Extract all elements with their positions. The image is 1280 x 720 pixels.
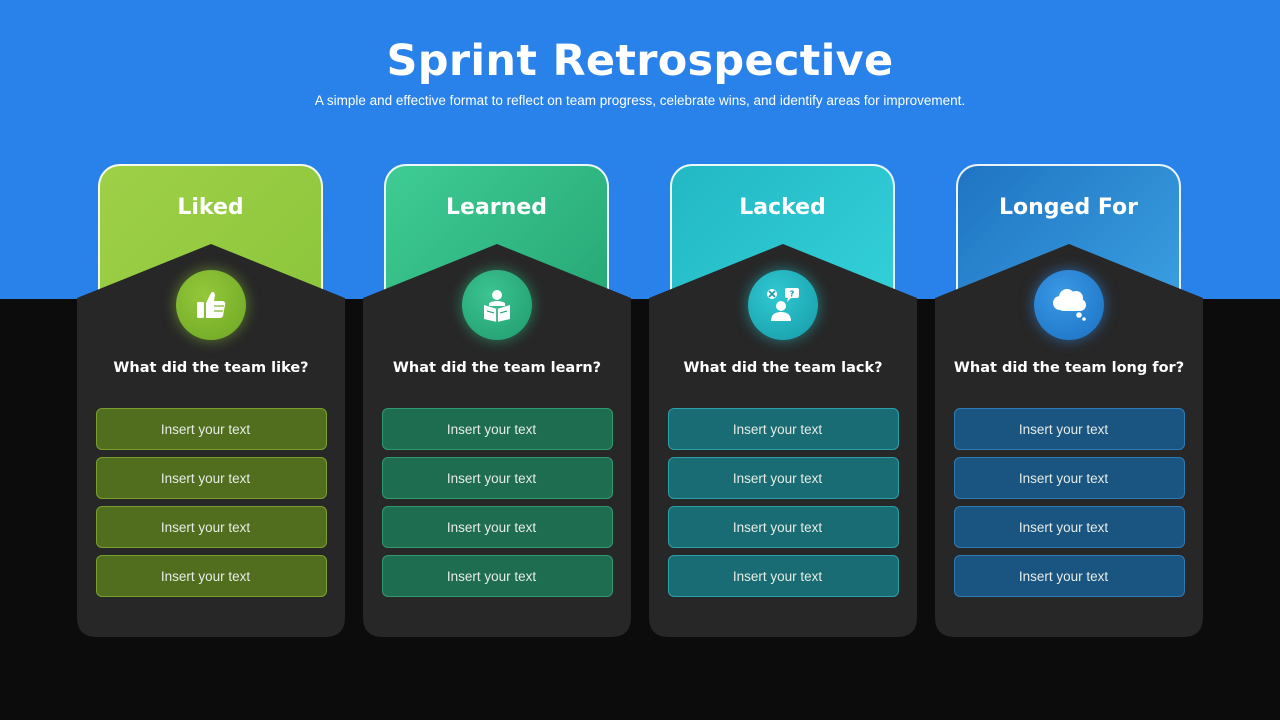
column-question: What did the team long for? — [953, 360, 1185, 376]
column-title: Longed For — [999, 195, 1138, 220]
column-question: What did the team like? — [113, 360, 309, 376]
person-question-icon: ? — [748, 270, 818, 340]
text-box-list: Insert your text Insert your text Insert… — [96, 408, 327, 604]
column-title: Lacked — [739, 195, 826, 220]
column-lacked: Lacked ? What did the team lack? Insert … — [649, 164, 917, 637]
column-longed-for: Longed For What did the team long for? I… — [935, 164, 1203, 637]
text-box-list: Insert your text Insert your text Insert… — [668, 408, 899, 604]
text-box[interactable]: Insert your text — [382, 408, 613, 450]
text-box[interactable]: Insert your text — [668, 555, 899, 597]
text-box[interactable]: Insert your text — [96, 506, 327, 548]
text-box[interactable]: Insert your text — [668, 457, 899, 499]
page-subtitle: A simple and effective format to reflect… — [314, 93, 966, 108]
text-box[interactable]: Insert your text — [668, 506, 899, 548]
column-question: What did the team learn? — [392, 360, 602, 376]
column-liked: Liked What did the team like? Insert you… — [77, 164, 345, 637]
text-box[interactable]: Insert your text — [96, 457, 327, 499]
page-title: Sprint Retrospective — [386, 36, 894, 86]
text-box[interactable]: Insert your text — [954, 408, 1185, 450]
text-box[interactable]: Insert your text — [954, 506, 1185, 548]
text-box-list: Insert your text Insert your text Insert… — [382, 408, 613, 604]
svg-text:?: ? — [790, 290, 795, 299]
column-title: Learned — [446, 195, 547, 220]
thought-cloud-icon — [1034, 270, 1104, 340]
column-title: Liked — [177, 195, 244, 220]
text-box[interactable]: Insert your text — [382, 506, 613, 548]
column-question: What did the team lack? — [683, 360, 883, 376]
text-box[interactable]: Insert your text — [954, 555, 1185, 597]
reading-person-icon — [462, 270, 532, 340]
thumbs-up-icon — [176, 270, 246, 340]
column-learned: Learned What did the team learn? Insert … — [363, 164, 631, 637]
text-box[interactable]: Insert your text — [382, 457, 613, 499]
text-box-list: Insert your text Insert your text Insert… — [954, 408, 1185, 604]
text-box[interactable]: Insert your text — [668, 408, 899, 450]
text-box[interactable]: Insert your text — [382, 555, 613, 597]
text-box[interactable]: Insert your text — [954, 457, 1185, 499]
text-box[interactable]: Insert your text — [96, 555, 327, 597]
text-box[interactable]: Insert your text — [96, 408, 327, 450]
